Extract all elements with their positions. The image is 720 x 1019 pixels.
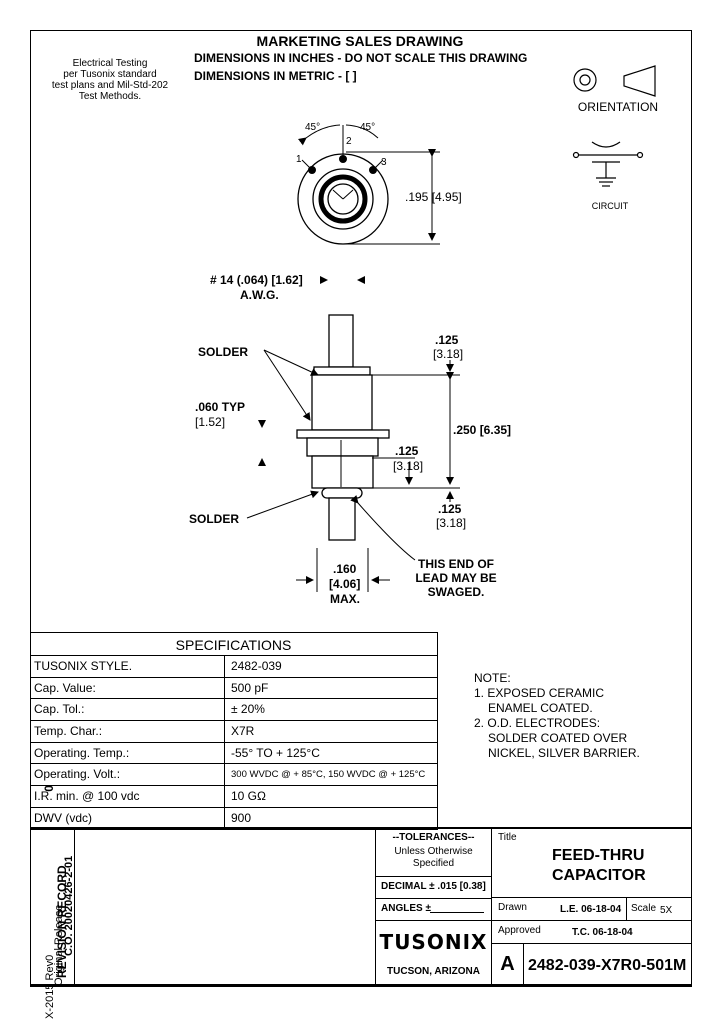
title-line-1 [491,897,692,898]
revision-divider [74,827,75,985]
specifications-table: SPECIFICATIONS TUSONIX STYLE. 2482-039 Ca… [30,632,438,830]
awg-label: A.W.G. [240,288,279,302]
spec-row: Cap. Tol.: ± 20% [30,699,438,722]
spec-key: Cap. Value: [30,677,225,699]
angle-left-label: 45° [305,122,321,133]
tolerances-sub-1: Unless Otherwise [394,846,473,857]
revision-co: C.O. 20020426-2-01 [63,855,75,956]
spec-key: I.R. min. @ 100 vdc [30,786,225,807]
spec-key: Cap. Tol.: [30,699,225,721]
angle-right-label: 45° [360,122,376,133]
drawing-border [30,30,692,985]
dim-bottom-inch: .125 [438,502,462,516]
decimal-tolerance: DECIMAL ± .015 [0.38] [381,881,486,892]
dim-top-inch: .125 [435,333,459,347]
dim-bottom-metric: [3.18] [436,516,467,530]
wire-gauge-label: # 14 (.064) [1.62] [210,273,303,287]
dimensions-inches-note: DIMENSIONS IN INCHES - DO NOT SCALE THIS… [194,51,528,65]
scale-label: Scale [631,903,657,914]
company-location: TUCSON, ARIZONA [387,966,480,977]
diameter-inch: .160 [333,562,357,576]
spec-value: 2482-039 [231,659,282,673]
spec-value: 300 WVDC @ + 85°C, 150 WVDC @ + 125°C [231,769,426,781]
typ-dim-label: .060 TYP [195,400,246,414]
spec-row: Operating. Temp.: -55° TO + 125°C [30,742,438,765]
approved-value: T.C. 06-18-04 [572,927,633,938]
tol-line-3 [375,920,491,921]
page-title: MARKETING SALES DRAWING [256,33,464,49]
top-view [297,124,440,245]
typ-arrows [258,420,266,466]
approved-label: Approved [498,925,541,936]
diameter-metric: [4.06] [329,577,361,591]
top-view-height-dim: .195 [4.95] [405,190,462,204]
typ-dim-metric: [1.52] [195,415,226,429]
title-label: Title [498,832,517,843]
title-block-bottom-line [30,985,692,987]
circuit-symbol [572,141,644,187]
spec-value: 500 pF [231,680,269,695]
tolerance-right-line [491,827,492,985]
spec-key: DWV (vdc) [30,807,225,829]
title-line-b: CAPACITOR [552,867,646,884]
tolerance-left-line [375,827,376,985]
side-view-dimensions [246,349,460,592]
spec-row: Operating. Volt.: 300 WVDC @ + 85°C, 150 … [30,764,438,787]
side-view [296,314,390,541]
spec-value: -55° TO + 125°C [231,745,320,760]
tolerances-sub-2: Specified [412,858,455,869]
tol-line-2 [375,898,491,899]
spec-row: Cap. Value: 500 pF [30,677,438,700]
dim-mid-inch: .125 [395,444,419,458]
title-block-top-line [30,827,692,829]
pin-3-label: 3 [381,157,387,168]
swage-note: THIS END OF LEAD MAY BE SWAGED. [415,557,497,599]
dim-total-label: .250 [6.35] [453,423,512,437]
company-logo: TUSONIX [379,930,488,954]
revision-record: X-2015 Rev0 REVISION RECORD 0 Original R… [33,785,75,1019]
drawing-size: A [500,953,515,975]
title-line-a: FEED-THRU [552,847,645,864]
circuit-label: CIRCUIT [591,201,629,211]
pin-2-label: 2 [346,136,352,147]
spec-value: ± 20% [231,702,265,717]
wire-arrows [320,276,365,284]
notes-block: NOTE: 1. EXPOSED CERAMIC ENAMEL COATED. … [474,671,640,760]
angle-tolerance-blank [430,912,484,913]
spec-key: Temp. Char.: [30,721,225,742]
spec-row: Temp. Char.: X7R [30,721,438,743]
spec-key: TUSONIX STYLE. [30,656,225,677]
solder-bottom-label: SOLDER [189,512,240,526]
spec-key: Operating. Temp.: [30,742,225,764]
part-number: 2482-039-X7R0-501M [528,957,687,974]
orientation-label: ORIENTATION [577,100,659,114]
specifications-title: SPECIFICATIONS [30,633,438,656]
spec-value: 10 GΩ [231,789,266,804]
drawn-label: Drawn [498,902,527,913]
spec-row: I.R. min. @ 100 vdc 10 GΩ [30,786,438,808]
pin-1-label: 1 [296,154,302,165]
spec-key: Operating. Volt.: [30,764,225,786]
title-line-2 [491,920,692,921]
orientation-symbol [573,65,656,97]
tol-line-1 [375,876,491,877]
dimensions-metric-note: DIMENSIONS IN METRIC - [ ] [194,69,357,83]
tolerances-title: --TOLERANCES-- [392,832,475,843]
spec-value: 900 [231,810,252,825]
drawn-value: L.E. 06-18-04 [560,904,622,915]
solder-top-label: SOLDER [198,345,249,359]
title-line-3 [491,943,692,944]
scale-value: 5X [660,905,673,916]
size-divider [523,943,524,985]
angle-tolerance: ANGLES ± [381,903,431,914]
spec-row: TUSONIX STYLE. 2482-039 [30,656,438,678]
testing-note: Electrical Testing per Tusonix standard … [51,58,169,102]
dim-top-metric: [3.18] [433,347,464,361]
spec-value: X7R [231,724,255,739]
scale-divider [626,897,627,920]
spec-row: DWV (vdc) 900 [30,807,438,830]
dim-mid-metric: [3.18] [393,459,424,473]
diameter-max: MAX. [330,592,360,606]
